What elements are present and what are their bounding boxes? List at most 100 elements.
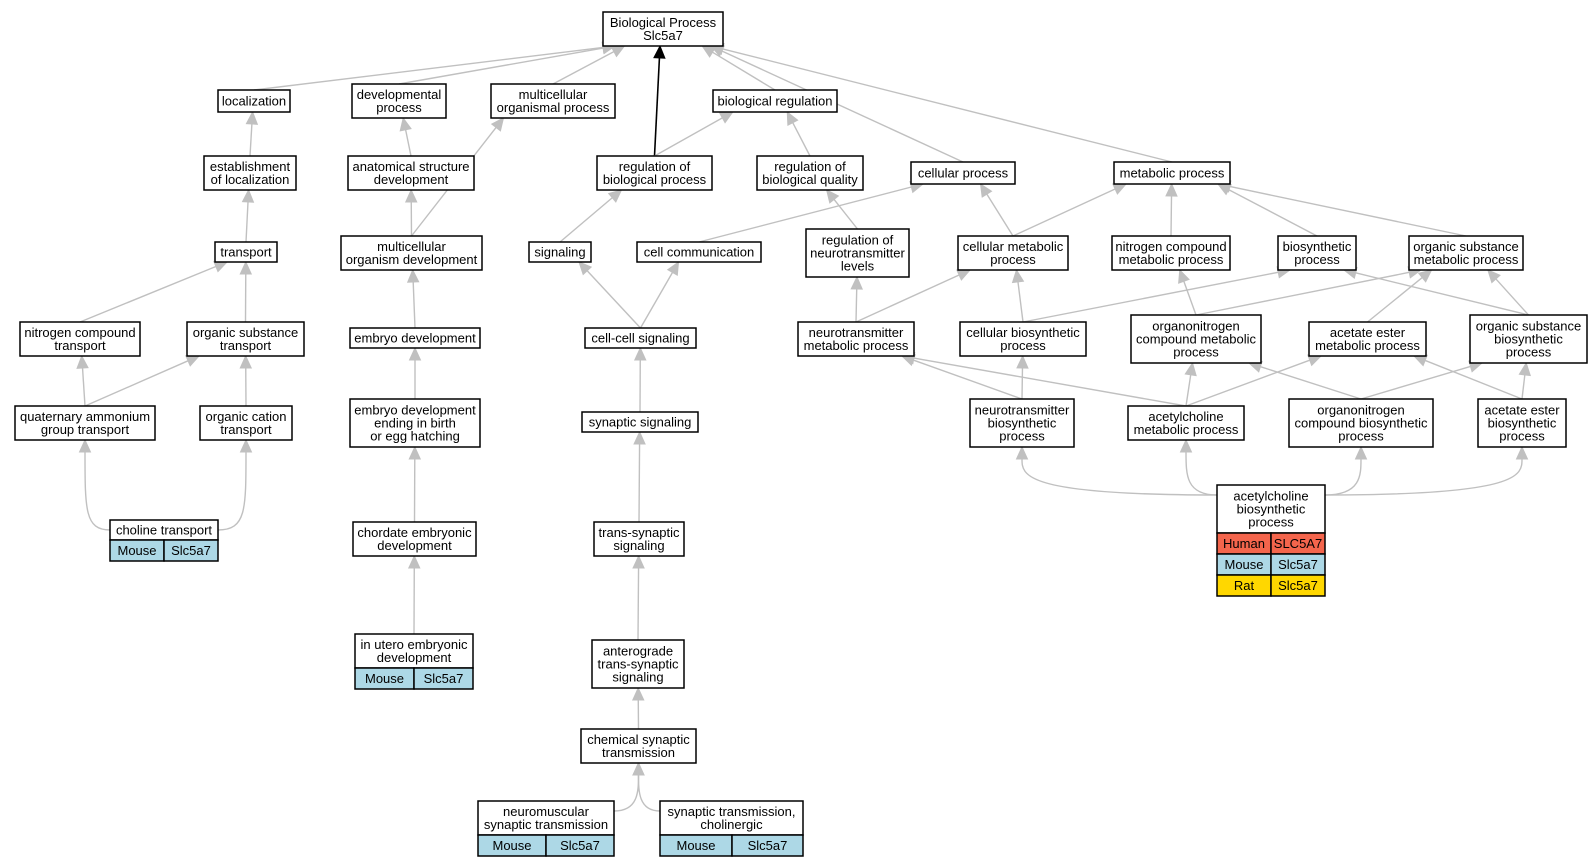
species-label: Mouse [365,671,404,686]
node-box [186,321,305,357]
node-label-line: process [1338,429,1384,444]
gene-cell [413,667,474,690]
go-term-metabolic-process[interactable]: metabolic process [1113,161,1231,185]
edge-neurotransmitter-metabolic-process-to-cellular-metabolic-process [855,269,972,323]
node-box [797,321,915,357]
node-box [1216,484,1326,534]
edge-arrowhead [1487,269,1501,284]
edge-line [1260,366,1362,400]
gene-label: Slc5a7 [748,838,788,853]
edge-organonitrogen-compound-metabolic-process-to-nitrogen-compound-metabolic-process [1178,268,1197,316]
edge-arrowhead [956,269,972,281]
edge-arrowhead [1112,183,1128,195]
edge-regulation-of-biological-process-to-root [653,44,666,157]
node-label-line: organonitrogen [1152,319,1239,334]
edge-organic-substance-metabolic-process-to-metabolic-process [1216,180,1467,237]
go-term-synaptic-signaling[interactable]: synaptic signaling [581,411,699,433]
go-term-biological-regulation[interactable]: biological regulation [712,89,838,113]
node-label-line: metabolic process [1119,252,1224,267]
go-term-embryo-development[interactable]: embryo development [349,327,481,349]
edge-acetate-ester-metabolic-process-to-organic-substance-metabolic-process [1367,269,1433,323]
node-label-line: organic substance [1476,319,1582,334]
node-box [352,521,477,557]
go-term-cell-communication[interactable]: cell communication [636,241,762,263]
edge-signaling-to-regulation-of-biological-process [559,189,623,243]
node-label-line: choline transport [116,523,212,538]
species-label: Rat [1234,578,1255,593]
edge-arrowhead [632,554,645,569]
edge-line [586,270,642,329]
edge-line [1324,458,1362,496]
go-term-cellular-process[interactable]: cellular process [910,161,1016,185]
edge-arrowhead [239,260,253,275]
gene-label: Slc5a7 [1278,578,1318,593]
node-label-line: transport [220,245,272,260]
edge-line [613,774,640,812]
edge-arrowhead [1417,269,1433,283]
node-label-line: neurotransmitter [810,246,905,261]
node-box [354,633,474,669]
edge-organonitrogen-compound-metabolic-process-to-organic-substance-metabolic-process [1195,266,1423,316]
node-label-line: acetylcholine [1148,409,1223,424]
edge-arrowhead [578,261,593,276]
go-term-cell-cell-signaling[interactable]: cell-cell signaling [584,327,697,349]
go-term-localization[interactable]: localization [217,89,291,113]
edge-acetylcholine-biosynthetic-process-to-organonitrogen-compound-biosynthetic-process-curve [1324,445,1368,496]
node-label-line: compound biosynthetic [1295,416,1428,431]
node-label-line: regulation of [619,159,691,174]
go-term-signaling[interactable]: signaling [528,241,592,263]
node-box [580,728,697,764]
node-label-line: multicellular [377,239,446,254]
edge-arrowhead [1179,438,1193,453]
gene-cell [731,834,804,857]
edge-biological-regulation-to-root [701,45,776,91]
node-label-line: biosynthetic [988,416,1057,431]
edge-nitrogen-compound-metabolic-process-to-metabolic-process [1165,182,1178,237]
edge-line [249,123,253,157]
edge-line [559,197,613,243]
node-label-line: neurotransmitter [809,325,904,340]
node-box [596,155,713,191]
go-term-transport[interactable]: transport [214,241,278,263]
edge-cellular-metabolic-process-to-cellular-process [979,182,1014,237]
node-label-line: transport [220,338,272,353]
edge-organonitrogen-compound-biosynthetic-process-to-organonitrogen-compound-metabolic-process [1247,360,1362,400]
edge-embryo-development-ending-in-birth-to-embryo-development [408,346,422,399]
